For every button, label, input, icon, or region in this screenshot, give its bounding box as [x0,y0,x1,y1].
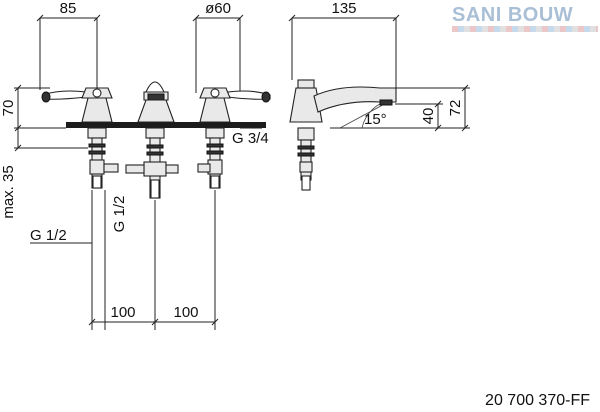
label-g12-mid: G 1/2 [111,196,128,233]
dim-85: 85 [60,0,77,17]
label-g12-left: G 1/2 [30,227,67,244]
label-g34: G 3/4 [232,130,269,147]
dim-100-right: 100 [173,304,198,321]
dimension-diameter: ø60 [192,0,244,93]
dimension-connection-mid: G 1/2 [111,196,128,233]
bath-spout [289,79,397,191]
sani-bouw-logo: SANI BOUW [452,4,598,34]
dimension-handle-spacing: 85 [36,0,101,90]
dim-135: 135 [331,0,356,17]
logo-pattern [452,26,598,32]
dim-70: 70 [0,100,17,117]
center-pop-up-body [125,81,179,199]
dim-72: 72 [447,100,464,117]
dim-diameter: ø60 [205,0,231,17]
dimension-spout-heights: 40 72 [330,84,470,132]
dimension-bottom-spacing: 100 100 [88,190,219,330]
right-handle-valve [197,87,271,189]
dimension-spout-reach: 135 [288,0,400,88]
logo-text: SANI BOUW [452,4,574,26]
dim-100-left: 100 [110,304,135,321]
dim-40: 40 [420,108,437,125]
dim-max-35: max. 35 [0,165,17,218]
article-number: 20 700 370-FF [485,392,590,409]
label-15-degrees: 15° [364,111,387,128]
dimension-connection-left: G 1/2 [30,190,106,330]
dimension-max-thickness: max. 35 [0,128,88,219]
left-handle-valve [41,87,119,189]
deck-plate [66,122,266,128]
